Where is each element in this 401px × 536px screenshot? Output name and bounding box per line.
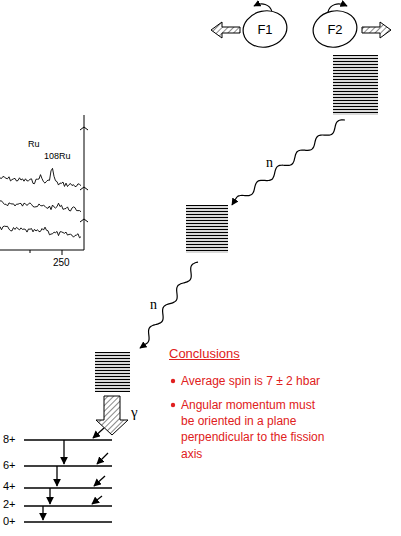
spectrum-trace [0, 226, 81, 238]
neutron-label: n [266, 154, 273, 173]
bullet [171, 379, 175, 407]
spectrum-plot [0, 115, 88, 255]
conclusion-item: Average spin is 7 ± 2 hbar [181, 373, 320, 389]
gamma-label: γ [131, 402, 138, 422]
fragment-label: F1 [257, 22, 272, 37]
level-scheme [24, 428, 112, 522]
axis-tick-label: 250 [53, 256, 70, 270]
conclusion-item: Angular momentum must be oriented in a p… [181, 397, 331, 462]
level-spin: 0+ [3, 514, 16, 529]
gamma-arrow [96, 396, 128, 435]
neutron-arrow [140, 262, 198, 348]
level-spin: 4+ [3, 479, 16, 494]
neutron-arrow [232, 120, 345, 205]
neutron-label: n [150, 296, 157, 315]
level-spin: 8+ [3, 432, 16, 447]
fragment-label: F2 [327, 22, 342, 37]
spectrum-trace [0, 201, 81, 212]
spectrum-trace [0, 168, 81, 237]
fragment-ellipse: F2 [312, 10, 358, 48]
peak-label: Ru [28, 138, 40, 150]
level-spin: 2+ [3, 497, 16, 512]
spectrum-trace [0, 168, 81, 186]
peak-label: 108Ru [44, 150, 71, 162]
fragment-ellipse: F1 [242, 10, 288, 48]
level-spin: 6+ [3, 458, 16, 473]
fragment-arrow [211, 22, 391, 38]
neutron-emission [140, 120, 345, 348]
conclusions-heading: Conclusions [169, 345, 240, 363]
level-continuum [95, 55, 378, 392]
